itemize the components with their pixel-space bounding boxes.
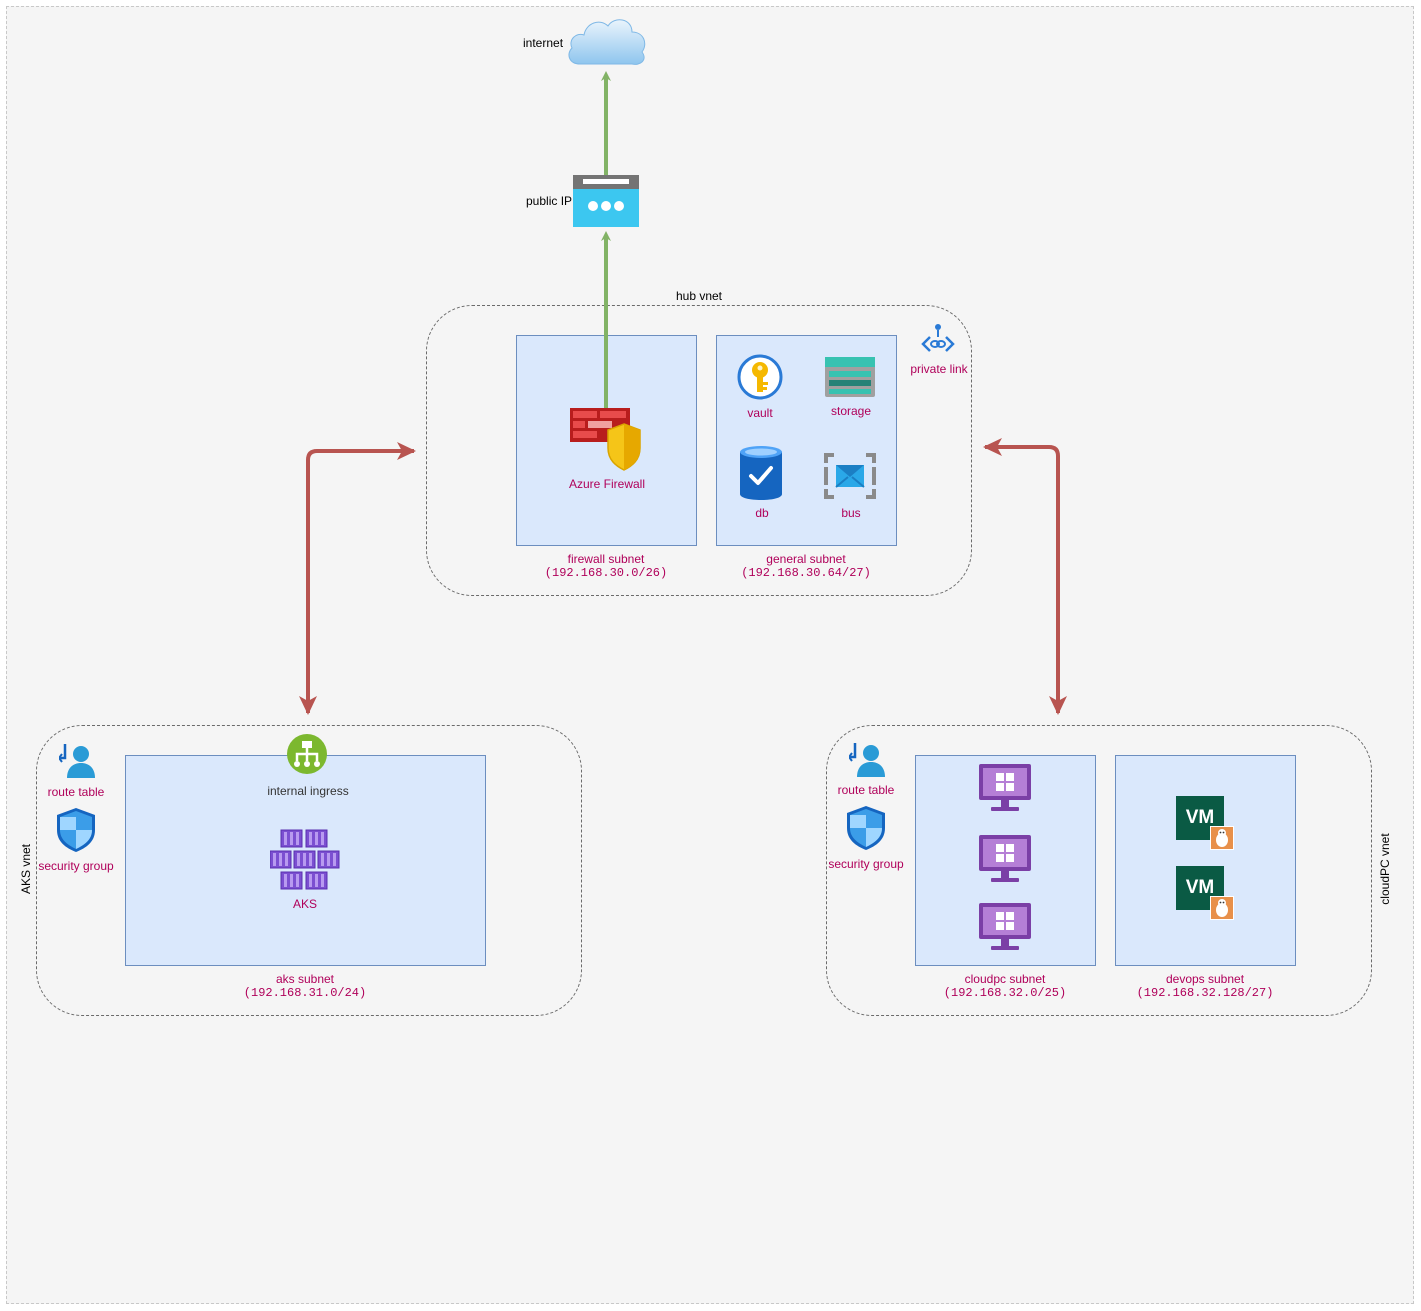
cloudpc-security-group-label: security group [828, 857, 904, 871]
cloudpc-vnet-label: cloudPC vnet [1378, 833, 1392, 905]
firewall-subnet-cidr: (192.168.30.0/26) [544, 566, 668, 580]
storage-icon [825, 357, 875, 397]
aks-icon [270, 829, 340, 890]
route-table-icon [59, 744, 95, 778]
cloudpc-subnet-cidr: (192.168.32.0/25) [943, 986, 1067, 1000]
firewall-subnet-name: firewall subnet [567, 552, 645, 566]
hub-vnet-label: hub vnet [675, 289, 723, 303]
key-vault-icon [737, 354, 783, 400]
azure-firewall-label: Azure Firewall [568, 477, 646, 491]
general-subnet-name: general subnet [766, 552, 846, 566]
devops-subnet [1115, 755, 1296, 966]
windows-vm-icon [979, 764, 1031, 811]
public-ip-icon [573, 175, 639, 227]
aks-label: AKS [292, 897, 318, 911]
hub-cloudpc-peering-arrow [983, 438, 1067, 715]
private-link-label: private link [910, 362, 968, 376]
storage-label: storage [830, 404, 872, 418]
private-link-icon [921, 324, 955, 352]
database-icon [740, 446, 782, 500]
ingress-icon [287, 734, 327, 774]
diagram-frame [6, 6, 1414, 1304]
public-ip-label: public IP [526, 194, 573, 208]
service-bus-icon [824, 453, 876, 499]
aks-subnet-name: aks subnet [275, 972, 335, 986]
vm-text: VM [1185, 877, 1215, 898]
aks-route-table-label: route table [47, 785, 105, 799]
aks-vnet [36, 725, 582, 1016]
cloudpc-vnet [826, 725, 1372, 1016]
security-group-icon [57, 808, 95, 852]
windows-vm-icon [979, 835, 1031, 882]
route-table-icon [849, 743, 885, 777]
internet-label: internet [523, 36, 564, 50]
windows-vm-icon [979, 903, 1031, 950]
aks-security-group-label: security group [38, 859, 114, 873]
cloudpc-route-table-label: route table [837, 783, 895, 797]
aks-vnet-label: AKS vnet [19, 843, 33, 895]
vault-label: vault [747, 406, 773, 420]
bus-label: bus [841, 506, 861, 520]
aks-subnet-cidr: (192.168.31.0/24) [243, 986, 367, 1000]
internal-ingress-label: internal ingress [267, 784, 349, 798]
hub-vnet [426, 305, 972, 596]
vm-text: VM [1185, 807, 1215, 828]
firewall-icon [570, 408, 641, 471]
linux-vm-icon: VM [1176, 796, 1236, 852]
linux-vm-icon: VM [1176, 866, 1236, 922]
cloud-icon [568, 19, 646, 65]
devops-subnet-cidr: (192.168.32.128/27) [1136, 986, 1274, 1000]
hub-aks-peering-arrow [299, 442, 416, 715]
general-subnet-cidr: (192.168.30.64/27) [741, 566, 871, 580]
security-group-icon [847, 806, 885, 850]
devops-subnet-name: devops subnet [1165, 972, 1245, 986]
cloudpc-subnet-name: cloudpc subnet [964, 972, 1046, 986]
db-label: db [755, 506, 769, 520]
